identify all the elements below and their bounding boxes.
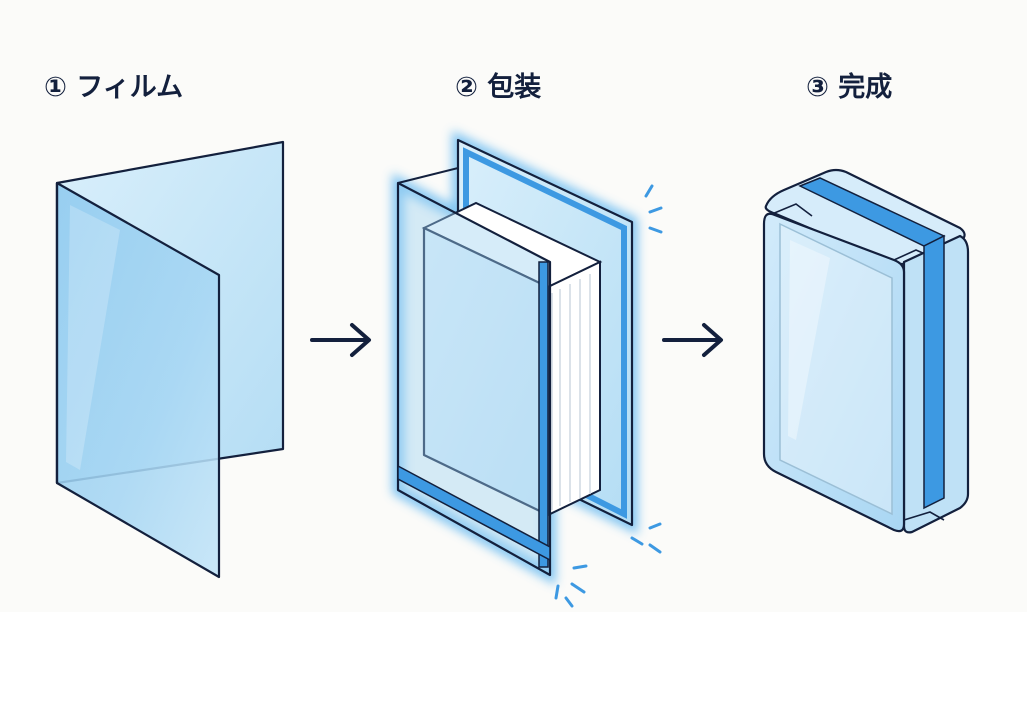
bottom-band	[0, 612, 1027, 704]
arrow-1-right-arrow-icon	[310, 323, 371, 357]
wrapping-icon	[392, 130, 663, 608]
step-2-title: ② 包装	[455, 72, 542, 103]
sparkle-icon	[554, 184, 663, 608]
step-1-title: ① フィルム	[44, 72, 184, 103]
step-3-title: ③ 完成	[806, 72, 893, 103]
arrow-2-right-arrow-icon	[662, 323, 723, 357]
book-icon	[421, 201, 603, 517]
wrapped-book-icon	[762, 168, 970, 534]
film-sheet-icon	[55, 140, 285, 579]
